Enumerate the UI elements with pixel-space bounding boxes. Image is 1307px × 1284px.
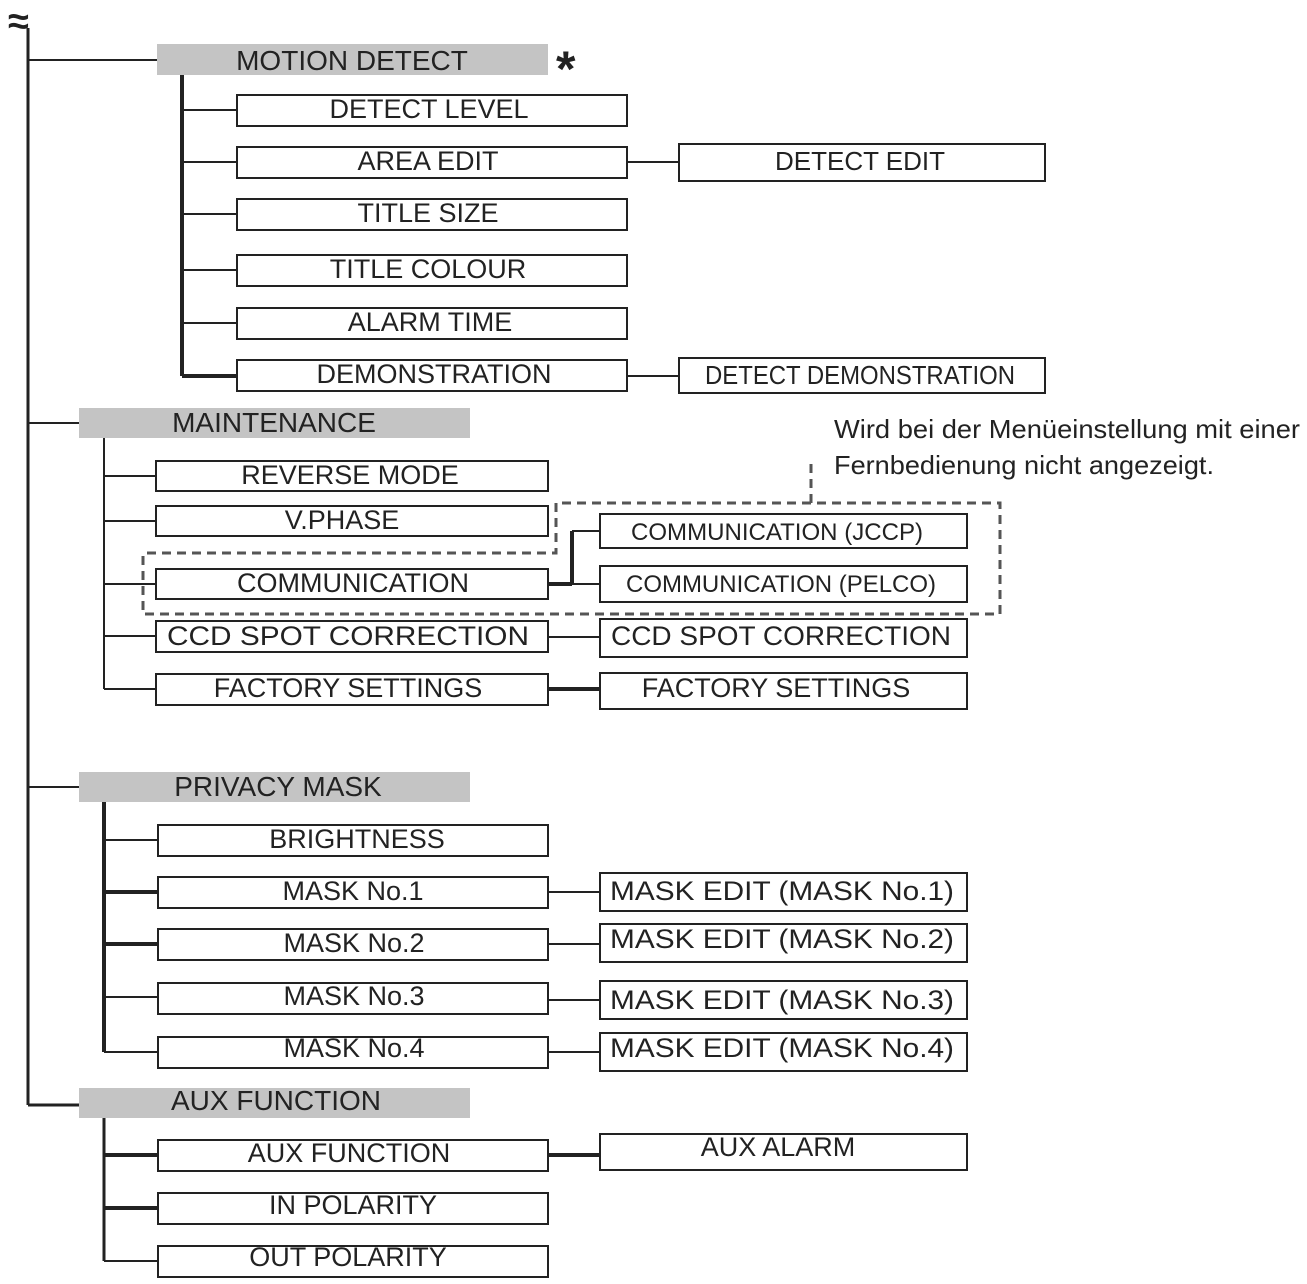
item-demonstration-box — [236, 359, 628, 392]
item-out-polarity-box — [157, 1245, 549, 1278]
header-privacy-mask: PRIVACY MASK — [79, 771, 470, 802]
sub-detect-edit: DETECT EDIT — [775, 146, 945, 176]
break-symbol: ≈ — [8, 1, 29, 43]
item-aux-function: AUX FUNCTION — [248, 1138, 451, 1168]
sub-communication-jccp: COMMUNICATION (JCCP) — [631, 519, 923, 546]
item-alarm-time: ALARM TIME — [348, 307, 513, 337]
header-aux-function: AUX FUNCTION — [79, 1085, 470, 1118]
item-aux-function-box — [157, 1139, 549, 1172]
sub-communication-jccp-box — [599, 513, 968, 549]
item-v-phase: V.PHASE — [285, 505, 400, 535]
item-communication-box — [155, 568, 549, 600]
item-mask-3-box — [157, 982, 549, 1015]
sub-mask-edit-4-box — [599, 1032, 968, 1072]
item-mask-3: MASK No.3 — [283, 981, 424, 1011]
header-maintenance-label: MAINTENANCE — [172, 407, 376, 438]
item-reverse-mode-box — [155, 460, 549, 492]
item-title-size: TITLE SIZE — [357, 198, 498, 228]
item-out-polarity: OUT POLARITY — [249, 1242, 447, 1272]
sub-communication-pelco-box — [599, 565, 968, 603]
item-title-colour-box — [236, 254, 628, 287]
header-aux-function-label: AUX FUNCTION — [171, 1085, 381, 1116]
item-factory-settings-box — [155, 673, 549, 706]
item-detect-level: DETECT LEVEL — [329, 94, 528, 124]
item-brightness: BRIGHTNESS — [269, 824, 445, 854]
item-area-edit-box — [236, 146, 628, 179]
item-mask-4: MASK No.4 — [283, 1033, 424, 1063]
header-motion-detect-label: MOTION DETECT — [236, 45, 468, 76]
item-mask-1: MASK No.1 — [282, 876, 423, 906]
item-mask-1-box — [157, 876, 549, 909]
sub-aux-alarm: AUX ALARM — [701, 1132, 856, 1162]
sub-mask-edit-1-box — [599, 872, 968, 912]
sub-factory-settings: FACTORY SETTINGS — [642, 673, 911, 703]
item-reverse-mode: REVERSE MODE — [241, 460, 459, 490]
item-detect-level-box — [236, 94, 628, 127]
item-factory-settings: FACTORY SETTINGS — [214, 673, 483, 703]
item-alarm-time-box — [236, 307, 628, 340]
asterisk-marker: * — [556, 41, 576, 97]
item-brightness-box — [157, 824, 549, 857]
connector-lines — [26, 28, 679, 1262]
header-privacy-mask-label: PRIVACY MASK — [174, 771, 382, 802]
header-motion-detect: MOTION DETECT — [157, 44, 548, 76]
item-communication: COMMUNICATION — [237, 568, 469, 598]
note-line-2: Fernbedienung nicht angezeigt. — [834, 450, 1214, 480]
sub-detect-edit-box — [678, 143, 1046, 182]
item-area-edit: AREA EDIT — [357, 146, 498, 176]
sub-mask-edit-4: MASK EDIT (MASK No.4) — [610, 1033, 954, 1063]
item-in-polarity: IN POLARITY — [269, 1190, 437, 1220]
header-maintenance: MAINTENANCE — [79, 407, 470, 438]
item-in-polarity-box — [157, 1192, 549, 1225]
sub-ccd-spot-correction: CCD SPOT CORRECTION — [611, 621, 951, 651]
item-v-phase-box — [155, 505, 549, 537]
item-ccd-spot-correction: CCD SPOT CORRECTION — [167, 621, 529, 651]
sub-mask-edit-1: MASK EDIT (MASK No.1) — [610, 876, 954, 906]
item-mask-2-box — [157, 928, 549, 961]
sub-detect-demonstration: DETECT DEMONSTRATION — [705, 360, 1015, 390]
note-line-1: Wird bei der Menüeinstellung mit einer — [834, 414, 1300, 444]
sub-aux-alarm-box — [599, 1133, 968, 1171]
sub-mask-edit-3-box — [599, 980, 968, 1020]
sub-mask-edit-2: MASK EDIT (MASK No.2) — [610, 924, 954, 954]
item-title-size-box — [236, 198, 628, 231]
item-ccd-spot-correction-box — [155, 620, 549, 653]
sub-factory-settings-box — [599, 672, 968, 710]
sub-detect-demonstration-box — [678, 357, 1046, 394]
item-title-colour: TITLE COLOUR — [330, 254, 527, 284]
sub-mask-edit-2-box — [599, 923, 968, 963]
sub-communication-pelco: COMMUNICATION (PELCO) — [626, 571, 936, 598]
item-demonstration: DEMONSTRATION — [317, 359, 552, 389]
sub-mask-edit-3: MASK EDIT (MASK No.3) — [610, 985, 954, 1015]
item-mask-4-box — [157, 1036, 549, 1069]
sub-ccd-spot-correction-box — [599, 618, 968, 658]
item-mask-2: MASK No.2 — [283, 928, 424, 958]
remote-control-dashed-group — [141, 462, 1002, 616]
